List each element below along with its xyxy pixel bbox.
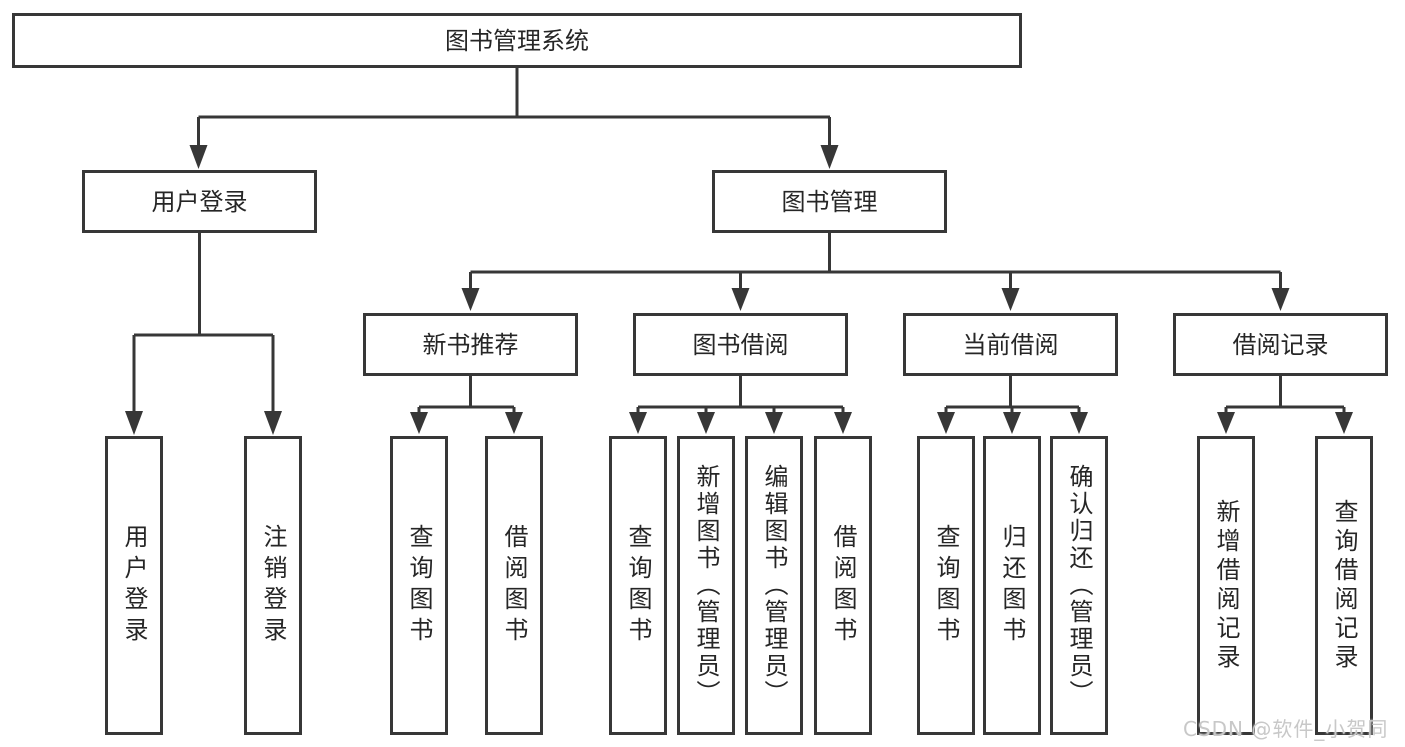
arrow-down-icon [1070, 412, 1088, 434]
edge-borrow-records-to-children [1217, 376, 1353, 434]
csdn-watermark: CSDN @软件_小贺同学 [1183, 717, 1389, 747]
arrow-down-icon [765, 412, 783, 434]
arrow-down-icon [410, 412, 428, 434]
arrow-down-icon [1217, 412, 1235, 434]
arrow-down-icon [125, 411, 143, 435]
arrow-down-icon [1001, 288, 1020, 311]
leaf-query-book-borrow: 查询图书 [609, 436, 667, 735]
leaf-borrow-book: 借阅图书 [814, 436, 872, 735]
leaf-query-book-recommend: 查询图书 [390, 436, 448, 735]
leaf-query-book-current: 查询图书 [917, 436, 975, 735]
leaf-query-borrow-record: 查询借阅记录 [1315, 436, 1373, 735]
arrow-down-icon [264, 411, 282, 435]
edge-book-borrow-to-children [629, 376, 852, 434]
arrow-down-icon [1003, 412, 1021, 434]
arrow-down-icon [461, 288, 480, 311]
arrow-down-icon [1271, 288, 1290, 311]
arrow-down-icon [820, 145, 839, 169]
node-user-login: 用户登录 [82, 170, 317, 233]
arrow-down-icon [731, 288, 750, 311]
leaf-edit-book-admin: 编辑图书（管理员） [745, 436, 803, 735]
arrow-down-icon [834, 412, 852, 434]
leaf-logout: 注销登录 [244, 436, 302, 735]
edge-user-login-to-children [125, 233, 282, 435]
arrow-down-icon [629, 412, 647, 434]
leaf-borrow-book-recommend: 借阅图书 [485, 436, 543, 735]
leaf-return-book: 归还图书 [983, 436, 1041, 735]
arrow-down-icon [505, 412, 523, 434]
node-book-management: 图书管理 [712, 170, 947, 233]
node-book-borrow: 图书借阅 [633, 313, 848, 376]
node-root: 图书管理系统 [12, 13, 1022, 68]
edge-new-book-recommend-to-children [410, 376, 523, 434]
leaf-add-book-admin: 新增图书（管理员） [677, 436, 735, 735]
leaf-user-login: 用户登录 [105, 436, 163, 735]
leaf-confirm-return-admin: 确认归还（管理员） [1050, 436, 1108, 735]
arrow-down-icon [1335, 412, 1353, 434]
edge-root-to-level2 [189, 68, 839, 169]
node-current-borrow: 当前借阅 [903, 313, 1118, 376]
arrow-down-icon [937, 412, 955, 434]
leaf-add-borrow-record: 新增借阅记录 [1197, 436, 1255, 735]
edge-book-management-to-children [461, 233, 1290, 311]
edge-current-borrow-to-children [937, 376, 1088, 434]
node-new-book-recommend: 新书推荐 [363, 313, 578, 376]
arrow-down-icon [697, 412, 715, 434]
arrow-down-icon [189, 145, 208, 169]
node-borrow-records: 借阅记录 [1173, 313, 1388, 376]
